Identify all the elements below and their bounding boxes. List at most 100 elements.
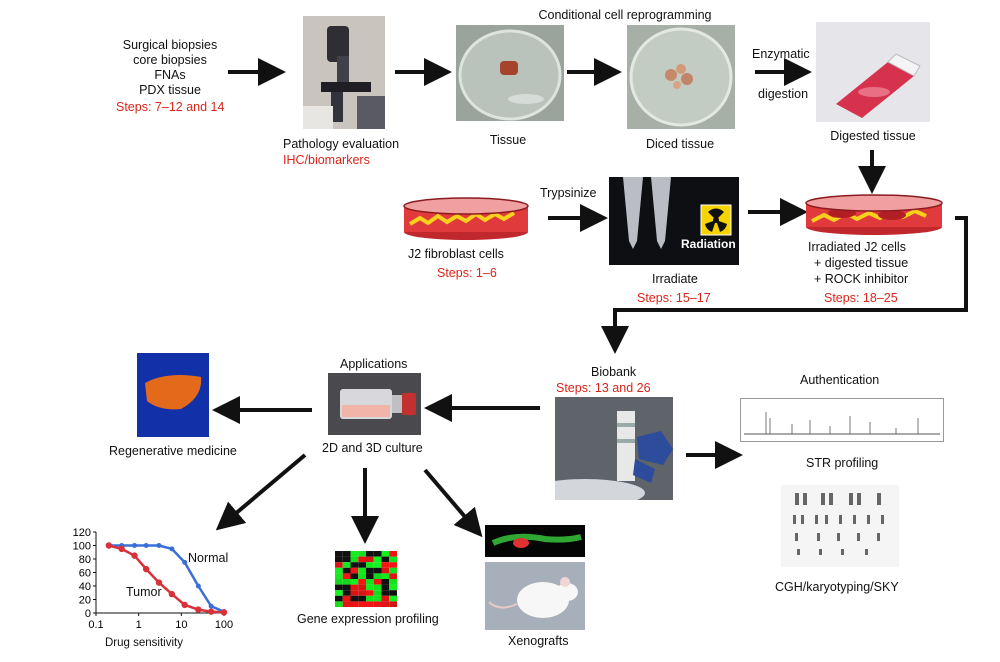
- enzymatic-label: Enzymatic: [752, 47, 810, 61]
- data-point-normal: [143, 543, 149, 548]
- source-line: PDX tissue: [139, 83, 201, 97]
- y-tick-label: 80: [79, 554, 91, 566]
- heatmap-cell: [373, 579, 382, 585]
- normal-series-label: Normal: [188, 551, 229, 565]
- heatmap-cell: [342, 590, 351, 596]
- data-point-normal: [208, 603, 214, 609]
- diced-tissue-image: [627, 25, 735, 129]
- xenograft-imaging-image: [485, 525, 585, 557]
- data-point-tumor: [207, 608, 215, 615]
- heatmap-cell: [350, 567, 359, 574]
- heatmap-cell: [373, 556, 382, 563]
- heatmap-cell: [389, 556, 397, 563]
- heatmap-cell: [366, 590, 374, 596]
- heatmap-cell: [358, 601, 366, 607]
- heatmap-cell: [358, 595, 366, 602]
- pathology-sub: IHC/biomarkers: [283, 153, 370, 167]
- tumor-series-label: Tumor: [126, 585, 162, 599]
- data-point-normal: [156, 543, 162, 548]
- y-tick-label: 20: [79, 595, 91, 607]
- sources-steps: Steps: 7–12 and 14: [116, 100, 225, 114]
- heatmap-cell: [373, 590, 382, 596]
- x-tick-label: 100: [215, 619, 233, 631]
- applications-label: Applications: [340, 357, 408, 371]
- heatmap-cell: [335, 595, 343, 602]
- data-point-normal: [195, 583, 201, 589]
- liver-image: [137, 353, 209, 437]
- biobank-steps: Steps: 13 and 26: [556, 381, 651, 395]
- heatmap-cell: [350, 579, 359, 585]
- x-tick-label: 1: [136, 619, 142, 631]
- heatmap-cell: [373, 567, 382, 574]
- heatmap-cell: [342, 601, 351, 607]
- microscope-icon: [303, 16, 385, 129]
- heatmap-cell: [389, 595, 397, 602]
- data-point-tumor: [105, 542, 113, 549]
- heatmap-cell: [350, 556, 359, 563]
- heatmap-cell: [335, 579, 343, 585]
- heatmap-cell: [350, 551, 359, 557]
- irradiate-steps: Steps: 15–17: [637, 291, 711, 305]
- heatmap-cell: [350, 562, 359, 568]
- liver-icon: [137, 353, 209, 437]
- heatmap-cell: [358, 590, 366, 596]
- heatmap-cell: [366, 551, 374, 557]
- heatmap-cell: [366, 595, 374, 602]
- heatmap-cell: [366, 567, 374, 574]
- radiation-badge: Radiation: [681, 237, 736, 251]
- heatmap-cell: [350, 573, 359, 579]
- j2-steps: Steps: 1–6: [437, 266, 497, 280]
- x-tick-label: 0.1: [88, 619, 103, 631]
- data-point-tumor: [168, 590, 176, 598]
- source-line: FNAs: [154, 68, 186, 82]
- xenografts-label: Xenografts: [508, 634, 569, 648]
- heatmap-cell: [335, 601, 343, 607]
- y-tick-label: 100: [73, 541, 91, 553]
- arrow-mix-to-biobank: [601, 216, 968, 354]
- heatmap-cell: [358, 551, 366, 557]
- cgh-label: CGH/karyotyping/SKY: [775, 580, 899, 594]
- digested-tissue-image: [816, 22, 930, 122]
- tissue-dish-image: [456, 25, 564, 121]
- heatmap-cell: [335, 562, 343, 568]
- j2-dish-image: [403, 197, 529, 240]
- heatmap-cell: [389, 601, 397, 607]
- heatmap-cell: [358, 567, 366, 574]
- heatmap-cell: [373, 595, 382, 602]
- j2-label: J2 fibroblast cells: [408, 247, 504, 261]
- data-point-normal: [182, 559, 188, 565]
- str-chromatogram-image: [740, 398, 944, 442]
- series-line-normal: [108, 544, 225, 613]
- heatmap-cell: [381, 590, 390, 596]
- karyotype-image: [781, 485, 899, 567]
- data-point-tumor: [181, 601, 188, 609]
- arrow-applications-to-drug: [215, 453, 307, 531]
- irradiated-line-3: + ROCK inhibitor: [814, 272, 909, 286]
- irradiated-dish-image: [805, 194, 943, 235]
- data-point-tumor: [118, 545, 125, 553]
- heatmap-cell: [389, 573, 397, 579]
- heatmap-cell: [335, 551, 343, 557]
- irradiate-image: Radiation: [609, 177, 739, 265]
- heatmap-cell: [350, 590, 359, 596]
- heatmap-cell: [366, 556, 374, 563]
- heatmap-cell: [381, 573, 390, 579]
- sample-sources: Surgical biopsies core biopsies FNAs PDX…: [110, 38, 230, 98]
- heatmap-cell: [335, 584, 343, 591]
- source-line: Surgical biopsies: [122, 38, 218, 52]
- heatmap-cell: [373, 573, 382, 579]
- heatmap-cell: [366, 584, 374, 591]
- heatmap-cell: [381, 562, 390, 568]
- data-point-tumor: [195, 606, 202, 613]
- chart-xlabel: Drug sensitivity: [105, 637, 183, 649]
- heatmap-cell: [373, 551, 382, 557]
- gene-expression-heatmap: [335, 551, 397, 607]
- pathology-label: Pathology evaluation: [283, 137, 400, 151]
- data-point-tumor: [220, 609, 228, 616]
- heatmap-cell: [342, 551, 351, 557]
- heatmap-cell: [366, 573, 374, 579]
- mouse-icon: [485, 562, 585, 630]
- heatmap-cell: [389, 567, 397, 574]
- heatmap-cell: [366, 601, 374, 607]
